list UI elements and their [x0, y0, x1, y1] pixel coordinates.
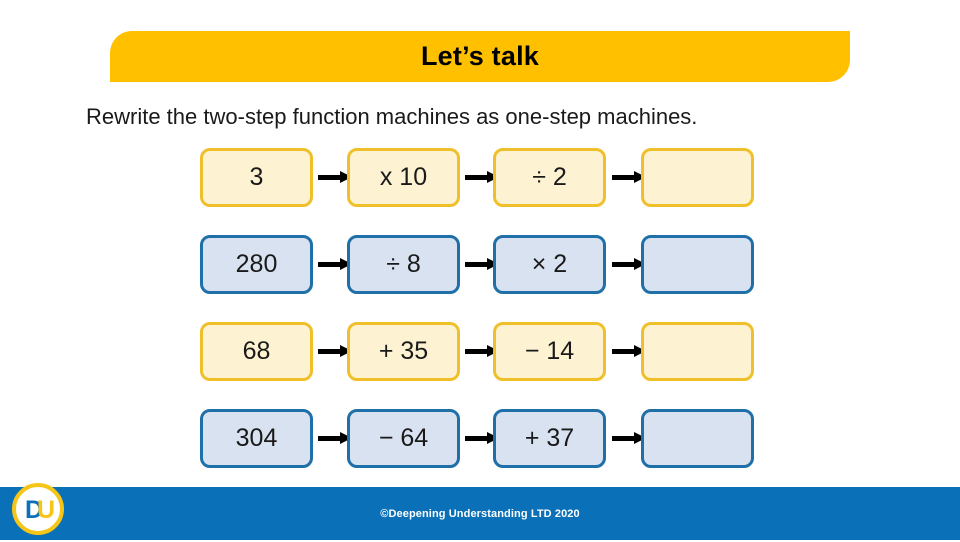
machine-input-box[interactable]: 304: [200, 409, 313, 468]
machine-row: 280 ÷ 8 × 2: [0, 235, 960, 322]
svg-text:U: U: [37, 496, 55, 524]
machine-row: 68 + 35 − 14: [0, 322, 960, 409]
copyright-text: ©Deepening Understanding LTD 2020: [380, 507, 580, 520]
function-machines-group: 3 x 10 ÷ 2 280 ÷ 8 × 2 68 + 35 − 14 304 …: [0, 148, 960, 496]
title-banner: Let’s talk: [110, 31, 850, 82]
machine-operation-box-1[interactable]: − 64: [347, 409, 460, 468]
machine-output-box[interactable]: [641, 322, 754, 381]
machine-output-box[interactable]: [641, 409, 754, 468]
machine-operation-box-2[interactable]: + 37: [493, 409, 606, 468]
machine-input-box[interactable]: 3: [200, 148, 313, 207]
svg-text:D: D: [25, 496, 43, 524]
machine-row: 304 − 64 + 37: [0, 409, 960, 496]
footer-bar: ©Deepening Understanding LTD 2020: [0, 487, 960, 540]
instruction-text: Rewrite the two-step function machines a…: [86, 104, 698, 129]
machine-operation-box-2[interactable]: − 14: [493, 322, 606, 381]
machine-operation-box-1[interactable]: x 10: [347, 148, 460, 207]
machine-input-box[interactable]: 280: [200, 235, 313, 294]
machine-row: 3 x 10 ÷ 2: [0, 148, 960, 235]
machine-operation-box-2[interactable]: ÷ 2: [493, 148, 606, 207]
machine-operation-box-1[interactable]: ÷ 8: [347, 235, 460, 294]
machine-operation-box-1[interactable]: + 35: [347, 322, 460, 381]
machine-output-box[interactable]: [641, 148, 754, 207]
machine-input-box[interactable]: 68: [200, 322, 313, 381]
machine-operation-box-2[interactable]: × 2: [493, 235, 606, 294]
deepening-understanding-logo: D U: [10, 481, 66, 537]
machine-output-box[interactable]: [641, 235, 754, 294]
page-title: Let’s talk: [420, 41, 540, 71]
